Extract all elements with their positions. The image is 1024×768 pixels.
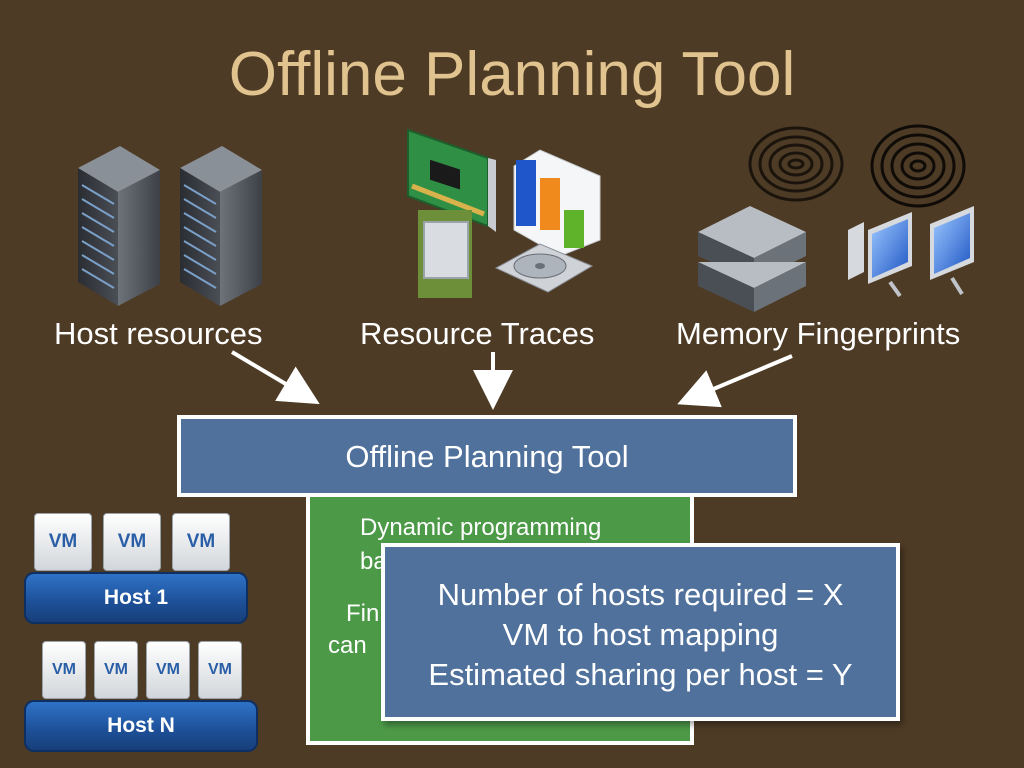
host-n-bar: Host N	[24, 700, 258, 752]
vm-block: VM	[42, 641, 86, 699]
description-line: Dynamic programming	[360, 514, 602, 541]
arrow-host-resources	[230, 350, 320, 405]
host-1-bar: Host 1	[24, 572, 248, 624]
input-label-resource-traces: Resource Traces	[360, 316, 595, 351]
vm-block: VM	[172, 513, 230, 571]
bar-chart-icon	[513, 149, 601, 257]
result-sharing-per-host: Estimated sharing per host = Y	[428, 657, 853, 692]
vm-block: VM	[103, 513, 161, 571]
vm-block: VM	[146, 641, 190, 699]
description-line: Fin	[346, 600, 380, 627]
hard-disk-icon	[494, 243, 594, 293]
arrow-memory-fingerprints	[677, 354, 793, 408]
result-vm-mapping: VM to host mapping	[502, 617, 779, 652]
input-label-memory-fingerprints: Memory Fingerprints	[676, 316, 961, 351]
vm-block: VM	[198, 641, 242, 699]
desktop-computer-icon	[848, 206, 974, 298]
server-rack-icon	[78, 146, 160, 306]
vm-block: VM	[34, 513, 92, 571]
page-title: Offline Planning Tool	[228, 40, 796, 109]
server-stack-icon	[698, 206, 806, 312]
fingerprint-icon	[748, 126, 844, 202]
vm-block: VM	[94, 641, 138, 699]
description-line: can	[328, 632, 367, 659]
results-box: Number of hosts required = X VM to host …	[381, 543, 900, 721]
offline-planning-tool-box: Offline Planning Tool	[177, 415, 797, 497]
network-card-icon	[407, 128, 496, 232]
fingerprint-icon	[870, 124, 966, 208]
cpu-chip-icon	[418, 210, 472, 298]
result-hosts-required: Number of hosts required = X	[437, 577, 844, 612]
server-rack-icon	[180, 146, 262, 306]
input-label-host-resources: Host resources	[54, 316, 263, 351]
